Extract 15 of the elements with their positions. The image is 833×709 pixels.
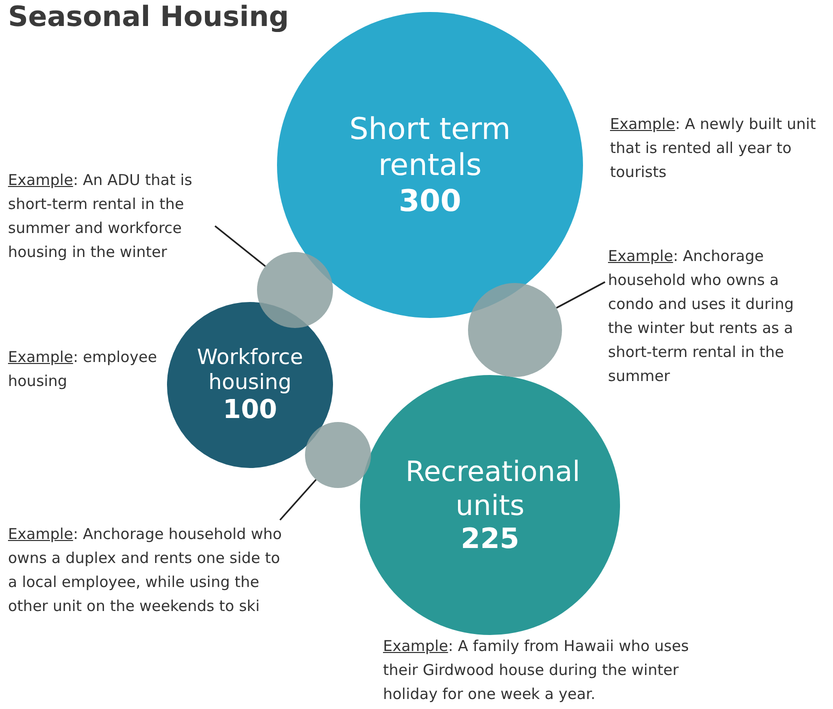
example-note: Example: Anchorage household who owns a condo and uses it during the winter but rents as a short-term rental in the summer (608, 244, 808, 388)
leader-line (556, 281, 606, 309)
count-value: 300 (398, 184, 462, 218)
category-label: Short term rentals (348, 112, 512, 184)
leader-line (214, 225, 266, 267)
category-label: Workforce housing (196, 344, 304, 396)
count-value: 225 (460, 522, 520, 556)
example-note: Example: A newly built unit that is rented all year to tourists (610, 114, 817, 183)
example-note: Example: An ADU that is short-term rental in the summer and workforce housing in the winter (8, 168, 233, 264)
leader-line (279, 479, 317, 521)
example-note: Example: Anchorage household who owns a duplex and rents one side to a local employee, while using the other unit on the weekends to ski (8, 522, 288, 618)
count-value: 100 (222, 395, 278, 426)
title: Seasonal Housing (8, 0, 289, 34)
example-note: Example: A family from Hawaii who uses their Girdwood house during the winter holiday for one week a year. (383, 636, 690, 705)
example-note: Example: employee housing (8, 347, 158, 392)
